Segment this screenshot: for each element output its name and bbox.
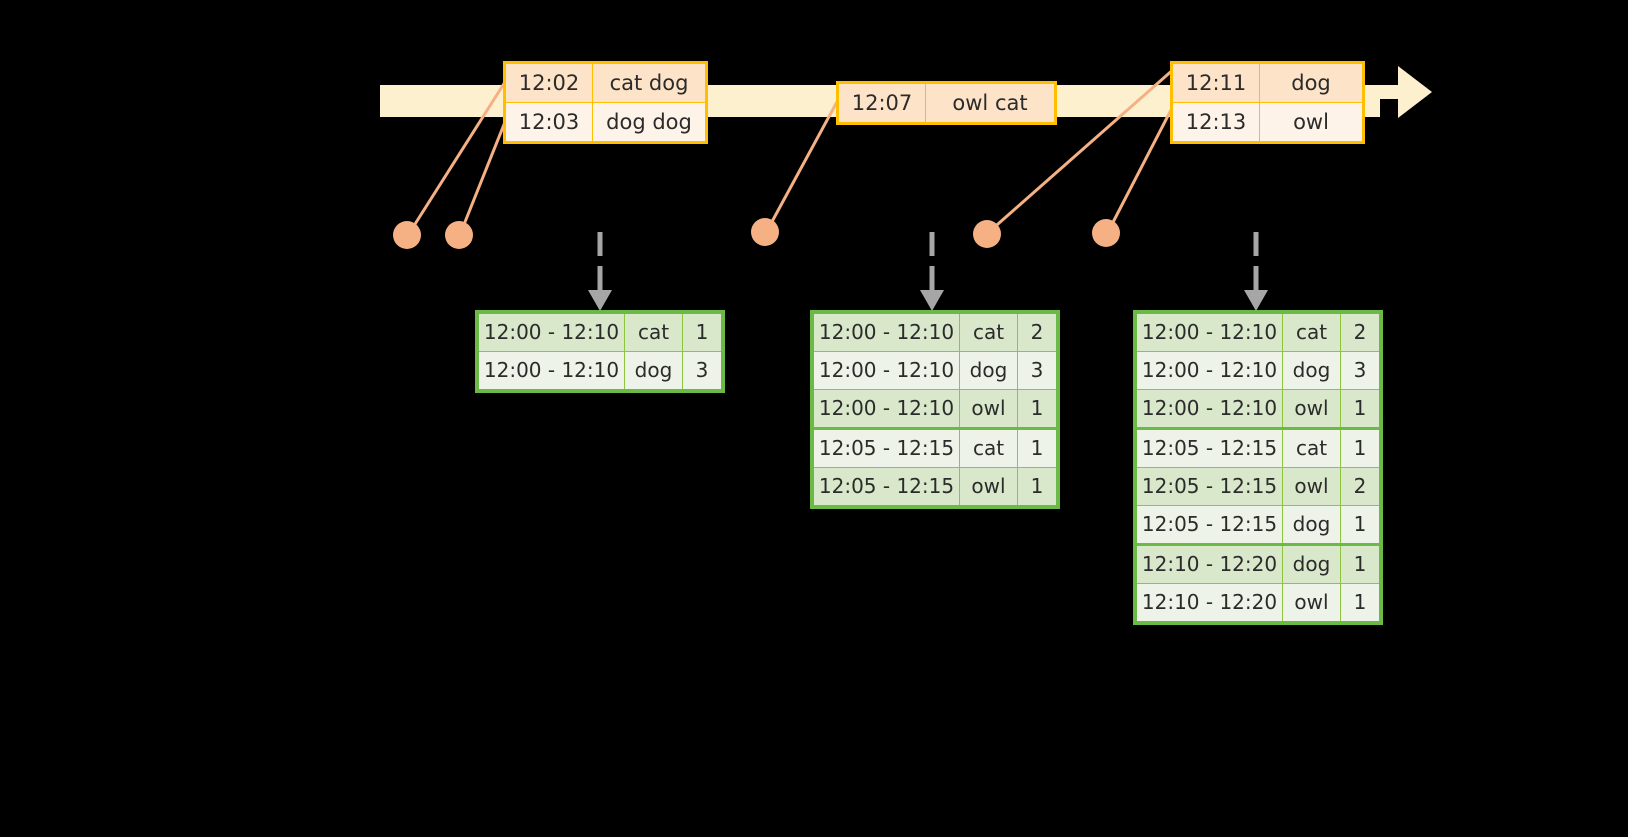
table-row: 12:00 - 12:10 cat 2 xyxy=(1134,311,1382,352)
table-row: 12:00 - 12:10 dog 3 xyxy=(1134,351,1382,390)
word-cell: owl xyxy=(1282,583,1341,624)
word-cell: owl xyxy=(959,467,1018,508)
table-row: 12:00 - 12:10 cat 2 xyxy=(811,311,1059,352)
dashed-arrow-2 xyxy=(920,232,944,311)
window-cell: 12:05 - 12:15 xyxy=(1134,428,1283,468)
marker-12-13 xyxy=(1092,219,1120,247)
event-time: 12:13 xyxy=(1171,102,1260,143)
word-cell: dog xyxy=(959,351,1018,390)
window-cell: 12:05 - 12:15 xyxy=(1134,467,1283,506)
word-cell: cat xyxy=(959,311,1018,352)
count-cell: 2 xyxy=(1340,467,1382,506)
word-cell: cat xyxy=(624,311,683,352)
leader-line-12-07 xyxy=(766,99,840,230)
event-row: 12:02 cat dog xyxy=(504,62,707,103)
marker-12-03 xyxy=(445,221,473,249)
word-cell: cat xyxy=(1282,428,1341,468)
event-row: 12:11 dog xyxy=(1171,62,1364,103)
event-words: owl xyxy=(1259,102,1364,143)
word-cell: dog xyxy=(624,351,683,392)
event-group-3[interactable]: 12:11 dog 12:13 owl xyxy=(1170,61,1365,144)
leader-line-12-03 xyxy=(459,121,507,233)
count-cell: 1 xyxy=(1017,428,1059,468)
count-cell: 1 xyxy=(1340,389,1382,430)
table-row: 12:10 - 12:20 dog 1 xyxy=(1134,544,1382,584)
count-cell: 1 xyxy=(1340,505,1382,546)
window-cell: 12:00 - 12:10 xyxy=(1134,389,1283,430)
window-cell: 12:00 - 12:10 xyxy=(811,311,960,352)
marker-12-11 xyxy=(973,220,1001,248)
count-cell: 1 xyxy=(1340,544,1382,584)
result-table-1[interactable]: 12:00 - 12:10 cat 1 12:00 - 12:10 dog 3 xyxy=(475,310,725,393)
window-cell: 12:10 - 12:20 xyxy=(1134,583,1283,624)
count-cell: 2 xyxy=(1340,311,1382,352)
result-table-3[interactable]: 12:00 - 12:10 cat 2 12:00 - 12:10 dog 3 … xyxy=(1133,310,1383,625)
timeline-bar-segment-1 xyxy=(380,85,506,117)
event-group-1[interactable]: 12:02 cat dog 12:03 dog dog xyxy=(503,61,708,144)
table-row: 12:00 - 12:10 cat 1 xyxy=(476,311,724,352)
leader-line-12-13 xyxy=(1107,107,1174,231)
event-words: cat dog xyxy=(592,62,707,103)
table-row: 12:00 - 12:10 owl 1 xyxy=(1134,389,1382,430)
window-cell: 12:00 - 12:10 xyxy=(1134,311,1283,352)
window-cell: 12:05 - 12:15 xyxy=(1134,505,1283,546)
dashed-arrow-3 xyxy=(1244,232,1268,311)
table-row: 12:05 - 12:15 cat 1 xyxy=(811,428,1059,468)
event-row: 12:07 owl cat xyxy=(837,82,1056,124)
event-row: 12:13 owl xyxy=(1171,102,1364,143)
table-row: 12:05 - 12:15 owl 1 xyxy=(811,467,1059,508)
timeline-arrowhead xyxy=(1370,66,1432,118)
event-words: dog dog xyxy=(592,102,707,143)
event-group-2[interactable]: 12:07 owl cat xyxy=(836,81,1057,125)
table-row: 12:10 - 12:20 owl 1 xyxy=(1134,583,1382,624)
event-time: 12:11 xyxy=(1171,62,1260,103)
word-cell: dog xyxy=(1282,351,1341,390)
count-cell: 1 xyxy=(1017,467,1059,508)
marker-12-02 xyxy=(393,221,421,249)
count-cell: 2 xyxy=(1017,311,1059,352)
table-row: 12:00 - 12:10 owl 1 xyxy=(811,389,1059,430)
count-cell: 3 xyxy=(1340,351,1382,390)
window-cell: 12:10 - 12:20 xyxy=(1134,544,1283,584)
event-time: 12:02 xyxy=(504,62,593,103)
table-row: 12:05 - 12:15 owl 2 xyxy=(1134,467,1382,506)
window-cell: 12:05 - 12:15 xyxy=(811,428,960,468)
word-cell: cat xyxy=(959,428,1018,468)
table-row: 12:05 - 12:15 dog 1 xyxy=(1134,505,1382,546)
table-row: 12:00 - 12:10 dog 3 xyxy=(811,351,1059,390)
count-cell: 3 xyxy=(682,351,724,392)
count-cell: 1 xyxy=(1340,428,1382,468)
event-row: 12:03 dog dog xyxy=(504,102,707,143)
word-cell: dog xyxy=(1282,505,1341,546)
window-cell: 12:00 - 12:10 xyxy=(1134,351,1283,390)
count-cell: 1 xyxy=(1017,389,1059,430)
count-cell: 3 xyxy=(1017,351,1059,390)
word-cell: dog xyxy=(1282,544,1341,584)
result-table-2[interactable]: 12:00 - 12:10 cat 2 12:00 - 12:10 dog 3 … xyxy=(810,310,1060,509)
window-cell: 12:00 - 12:10 xyxy=(476,351,625,392)
marker-12-07 xyxy=(751,218,779,246)
word-cell: owl xyxy=(959,389,1018,430)
event-words: owl cat xyxy=(925,82,1056,124)
window-cell: 12:00 - 12:10 xyxy=(476,311,625,352)
word-cell: owl xyxy=(1282,467,1341,506)
event-time: 12:03 xyxy=(504,102,593,143)
word-cell: owl xyxy=(1282,389,1341,430)
timeline-bar-segment-2 xyxy=(694,85,841,117)
word-cell: cat xyxy=(1282,311,1341,352)
window-cell: 12:05 - 12:15 xyxy=(811,467,960,508)
table-row: 12:00 - 12:10 dog 3 xyxy=(476,351,724,392)
window-cell: 12:00 - 12:10 xyxy=(811,389,960,430)
event-time: 12:07 xyxy=(837,82,926,124)
dashed-arrow-1 xyxy=(588,232,612,311)
event-words: dog xyxy=(1259,62,1364,103)
count-cell: 1 xyxy=(682,311,724,352)
window-cell: 12:00 - 12:10 xyxy=(811,351,960,390)
table-row: 12:05 - 12:15 cat 1 xyxy=(1134,428,1382,468)
count-cell: 1 xyxy=(1340,583,1382,624)
